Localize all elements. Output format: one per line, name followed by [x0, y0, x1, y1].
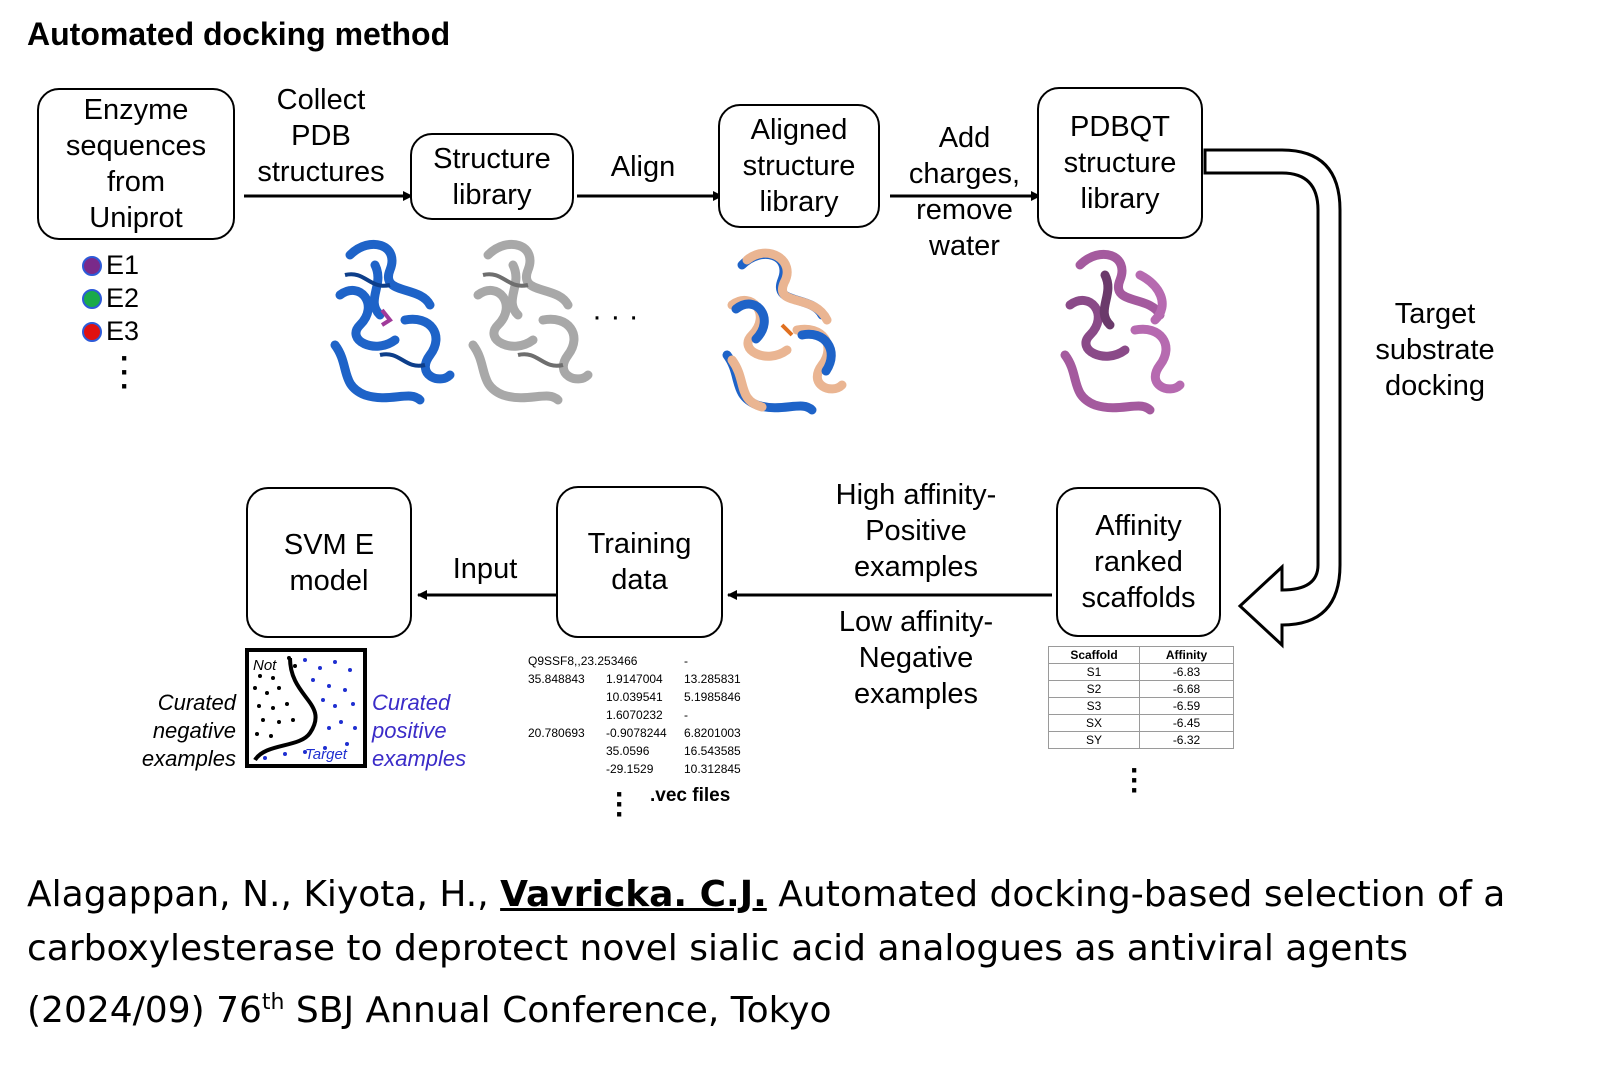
col-affinity: Affinity [1139, 646, 1234, 664]
vec-more-dots: ··· [615, 778, 625, 831]
training-data-box: Training data [556, 486, 723, 638]
add-charges-label: Add charges, remove water [908, 122, 1021, 262]
vec-row: 1.6070232- [606, 708, 688, 722]
high-affinity-label: High affinity- Positive examples [835, 479, 997, 583]
citation-line-3: (2024/09) 76th SBJ Annual Conference, To… [27, 990, 832, 1031]
protein-structure-aligned [722, 248, 847, 415]
svm-target-label: Target [305, 746, 348, 763]
e1-dot-icon [82, 255, 102, 276]
aligned-structure-library-box: Aligned structure library [718, 104, 880, 228]
svm-decision-plot: Not Target [245, 648, 367, 768]
enzyme-e2: E2 [82, 283, 139, 314]
citation-line-2: carboxylesterase to deprotect novel sial… [27, 928, 1409, 969]
target-docking-label: Target substrate docking [1375, 298, 1495, 402]
collect-pdb-label: Collect PDB structures [257, 84, 385, 188]
positive-dots [263, 658, 357, 760]
negative-dots [253, 656, 297, 738]
table-row: S1-6.83 [1048, 663, 1234, 681]
e2-dot-icon [82, 288, 102, 309]
enzyme-e3: E3 [82, 316, 139, 347]
curated-positive-label: Curated positive examples [372, 690, 467, 771]
citation: Alagappan, N., Kiyota, H., Vavricka. C.J… [27, 868, 1505, 1038]
table-row: S3-6.59 [1048, 697, 1234, 715]
highlighted-author: Vavricka. C.J. [500, 874, 767, 915]
enzyme-e1: E1 [82, 250, 139, 281]
structure-library-box: Structure library [410, 133, 574, 220]
protein-structure-gray [468, 239, 593, 405]
curated-negative-label: Curated negative examples [141, 690, 236, 771]
table-row: SX-6.45 [1048, 714, 1234, 732]
svm-not-label: Not [253, 657, 277, 674]
citation-line-1: Alagappan, N., Kiyota, H., Vavricka. C.J… [27, 874, 1506, 915]
protein-structure-blue [330, 239, 455, 405]
svm-plot-frame [245, 648, 367, 768]
low-affinity-label: Low affinity- Negative examples [838, 606, 994, 710]
more-structures-ellipsis: · · · [592, 300, 639, 333]
svm-decision-boundary [253, 657, 318, 762]
input-label: Input [452, 553, 518, 585]
vec-files-caption: .vec files [650, 785, 731, 806]
affinity-table-header: Scaffold Affinity [1048, 646, 1234, 664]
enzyme-sequences-box: Enzyme sequences from Uniprot [37, 88, 235, 240]
enzyme-more-dots: ··· [120, 342, 130, 403]
protein-structure-purple [1060, 249, 1185, 415]
table-row: SY-6.32 [1048, 731, 1234, 749]
col-scaffold: Scaffold [1048, 646, 1140, 664]
table-row: S2-6.68 [1048, 680, 1234, 698]
pdbqt-structure-library-box: PDBQT structure library [1037, 87, 1203, 239]
affinity-ranked-scaffolds-box: Affinity ranked scaffolds [1056, 487, 1221, 637]
arrow-docking [1203, 148, 1342, 649]
affinity-more-dots: ··· [1130, 754, 1140, 807]
diagram-title: Automated docking method [27, 16, 451, 52]
align-label: Align [610, 151, 676, 183]
vec-row: Q9SSF8,,23.253466- [528, 654, 688, 668]
svm-model-box: SVM E model [246, 487, 412, 638]
affinity-table: Scaffold Affinity S1-6.83 S2-6.68 S3-6.5… [1048, 646, 1234, 749]
e3-dot-icon [82, 321, 102, 342]
